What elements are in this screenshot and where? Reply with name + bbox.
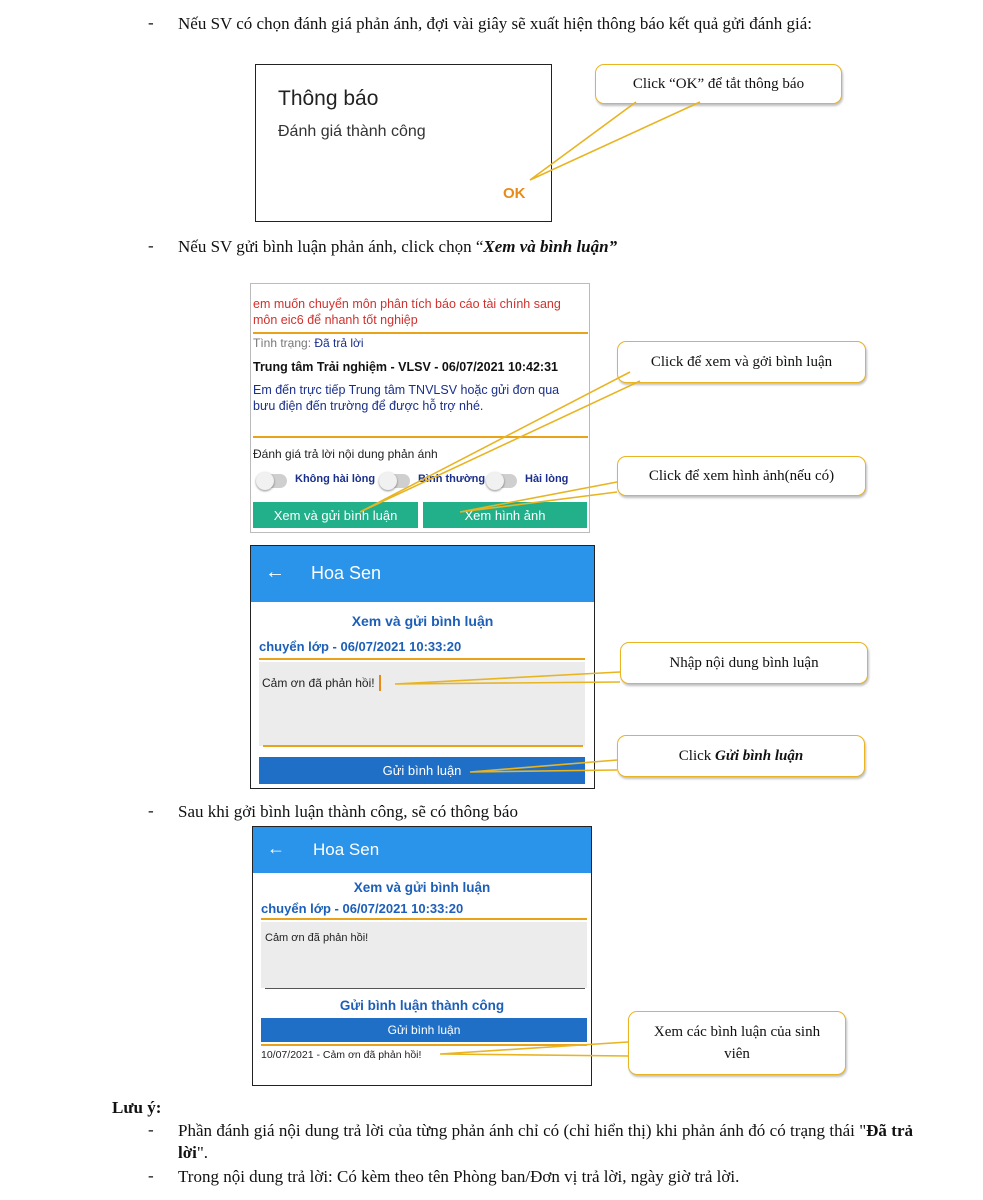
screen-subheading: chuyển lớp - 06/07/2021 10:33:20 (259, 639, 462, 654)
view-image-button[interactable]: Xem hình ảnh (423, 502, 587, 528)
rating-title: Đánh giá trả lời nội dung phản ánh (253, 447, 438, 461)
divider (261, 1044, 587, 1046)
paragraph-comment-emph: Xem và bình luận” (483, 237, 618, 256)
callout-view: Xem các bình luận của sinh viên (628, 1011, 846, 1075)
bullet: - (148, 1166, 154, 1185)
callout-send-emph: Gửi bình luận (715, 747, 804, 764)
callout-image: Click để xem hình ảnh(nếu có) (617, 456, 866, 496)
pointer-ok (529, 101, 701, 181)
screen-heading: Xem và gửi bình luận (351, 613, 494, 629)
note-item-1-prefix: Phần đánh giá nội dung trả lời của từng … (178, 1121, 867, 1140)
toggle-normal[interactable] (379, 472, 410, 490)
success-message: Gửi bình luận thành công (339, 998, 505, 1013)
callout-send: Click Gửi bình luận (617, 735, 865, 777)
divider (265, 988, 585, 989)
text-cursor (379, 675, 381, 691)
reply-text: Em đến trực tiếp Trung tâm TNVLSV hoặc g… (253, 383, 560, 413)
comment-input-value: Cảm ơn đã phản hồi! (265, 932, 369, 944)
request-text: em muốn chuyển môn phân tích báo cáo tài… (253, 297, 561, 327)
divider (253, 332, 588, 334)
feedback-screenshot: em muốn chuyển môn phân tích báo cáo tài… (250, 283, 590, 533)
responder-line: Trung tâm Trải nghiệm - VLSV - 06/07/202… (253, 360, 558, 374)
option-normal: Bình thường (418, 473, 486, 485)
back-arrow-icon[interactable]: ← (265, 561, 285, 583)
paragraph-comment-intro: Nếu SV gửi bình luận phản ánh, click chọ… (178, 236, 617, 258)
note-item-1: Phần đánh giá nội dung trả lời của từng … (178, 1120, 913, 1164)
status-line: Tình trạng: Đã trả lời (253, 336, 364, 350)
callout-send-prefix: Click (678, 747, 712, 764)
divider (263, 745, 583, 747)
comment-entry: 10/07/2021 - Cảm ơn đã phản hồi! (261, 1049, 422, 1061)
callout-ok: Click “OK” để tắt thông báo (595, 64, 842, 104)
note-item-1-bold: Đã trả lời (178, 1121, 913, 1162)
comment-input[interactable]: Cảm ơn đã phản hồi! (261, 922, 587, 988)
note-item-1-suffix: ". (196, 1143, 209, 1162)
status-value: Đã trả lời (314, 336, 364, 350)
app-bar: ← Hoa Sen (251, 546, 594, 602)
screen-subheading: chuyển lớp - 06/07/2021 10:33:20 (261, 901, 464, 916)
comment-screen: ← Hoa Sen Xem và gửi bình luận chuyển lớ… (250, 545, 595, 789)
paragraph-dialog-intro: Nếu SV có chọn đánh giá phản ánh, đợi và… (178, 14, 812, 33)
bullet: - (148, 1120, 154, 1139)
send-comment-button[interactable]: Gửi bình luận (261, 1018, 587, 1042)
option-unsatisfied: Không hài lòng (295, 473, 376, 485)
comment-input[interactable]: Cảm ơn đã phản hồi! (259, 662, 585, 746)
comment-input-value: Cảm ơn đã phản hồi! (262, 676, 375, 690)
screen-heading: Xem và gửi bình luận (353, 880, 491, 895)
dialog-title: Thông báo (278, 87, 379, 110)
bullet: - (148, 801, 154, 820)
status-label: Tình trạng: (253, 336, 315, 350)
send-comment-button[interactable]: Gửi bình luận (259, 757, 585, 784)
app-title: Hoa Sen (311, 563, 382, 583)
callout-comment: Click để xem và gởi bình luận (617, 341, 866, 383)
option-satisfied: Hài lòng (525, 473, 569, 485)
view-comment-button[interactable]: Xem và gửi bình luận (253, 502, 418, 528)
dialog-ok-button[interactable]: OK (503, 185, 526, 202)
note-item-2: Trong nội dung trả lời: Có kèm theo tên … (178, 1167, 740, 1186)
bullet: - (148, 13, 154, 32)
success-screen: ← Hoa Sen Xem và gửi bình luận chuyển lớ… (252, 826, 592, 1086)
app-bar: ← Hoa Sen (253, 827, 591, 873)
dialog-screenshot: Thông báo Đánh giá thành công OK (255, 64, 552, 222)
note-title: Lưu ý: (112, 1098, 162, 1117)
toggle-satisfied[interactable] (486, 472, 517, 490)
callout-input: Nhập nội dung bình luận (620, 642, 868, 684)
paragraph-success-intro: Sau khi gởi bình luận thành công, sẽ có … (178, 802, 518, 821)
divider (261, 918, 587, 920)
bullet: - (148, 236, 154, 255)
app-title: Hoa Sen (313, 840, 380, 859)
divider (253, 436, 588, 438)
divider (259, 658, 585, 660)
paragraph-comment-prefix: Nếu SV gửi bình luận phản ánh, click chọ… (178, 237, 484, 256)
toggle-unsatisfied[interactable] (256, 472, 287, 490)
back-arrow-icon[interactable]: ← (267, 838, 285, 858)
dialog-message: Đánh giá thành công (278, 123, 426, 140)
